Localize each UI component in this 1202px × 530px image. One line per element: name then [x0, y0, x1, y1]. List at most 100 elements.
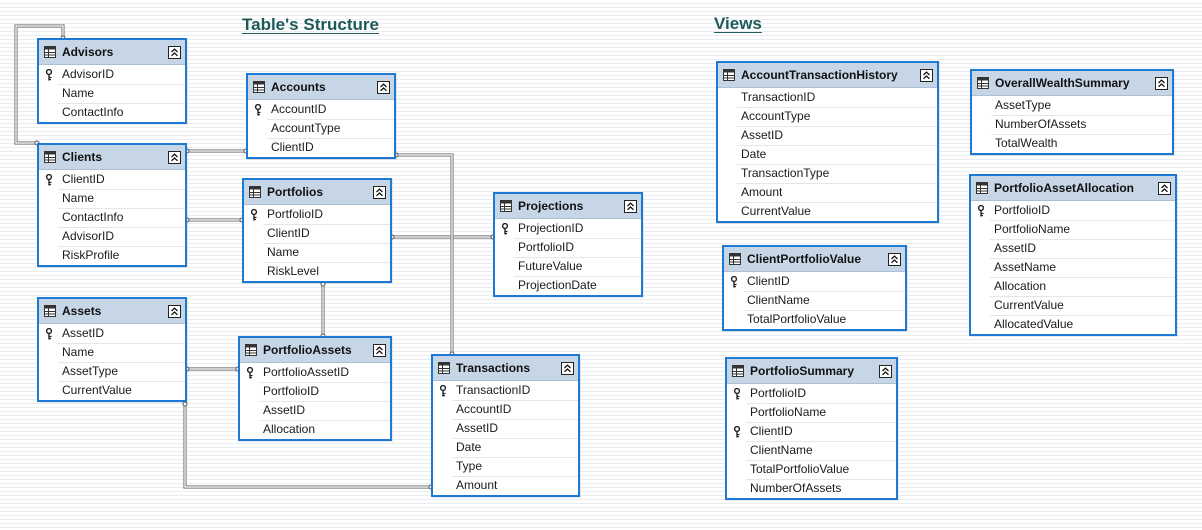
- column-row[interactable]: PortfolioID: [727, 384, 896, 404]
- column-row[interactable]: AdvisorID: [39, 227, 185, 247]
- column-row[interactable]: AssetID: [433, 419, 578, 439]
- collapse-chevron-icon[interactable]: [373, 343, 386, 357]
- column-row[interactable]: Amount: [718, 183, 937, 203]
- collapse-chevron-icon[interactable]: [168, 45, 181, 59]
- column-row[interactable]: TransactionID: [433, 381, 578, 401]
- column-row[interactable]: PortfolioAssetID: [240, 363, 390, 383]
- column-row[interactable]: AccountID: [248, 100, 394, 120]
- table-header[interactable]: OverallWealthSummary: [972, 71, 1172, 96]
- table-header[interactable]: Transactions: [433, 356, 578, 381]
- column-row[interactable]: CurrentValue: [39, 381, 185, 400]
- column-row[interactable]: Date: [433, 438, 578, 458]
- column-row[interactable]: Amount: [433, 476, 578, 495]
- column-row[interactable]: AssetName: [971, 258, 1175, 278]
- collapse-chevron-icon[interactable]: [377, 80, 390, 94]
- table-header[interactable]: Assets: [39, 299, 185, 324]
- table-header[interactable]: Advisors: [39, 40, 185, 65]
- column-row[interactable]: Type: [433, 457, 578, 477]
- relationship-line-transactions-to-accounts[interactable]: [396, 153, 454, 354]
- column-row[interactable]: AdvisorID: [39, 65, 185, 85]
- column-row[interactable]: AssetID: [39, 324, 185, 344]
- column-row[interactable]: ProjectionDate: [495, 276, 641, 295]
- collapse-chevron-icon[interactable]: [624, 199, 637, 213]
- column-row[interactable]: Name: [39, 343, 185, 363]
- column-row[interactable]: TransactionType: [718, 164, 937, 184]
- collapse-chevron-icon[interactable]: [1158, 181, 1171, 195]
- column-name: PortfolioID: [990, 201, 1175, 221]
- column-row[interactable]: NumberOfAssets: [727, 479, 896, 498]
- column-row[interactable]: PortfolioID: [495, 238, 641, 258]
- column-row[interactable]: ClientID: [248, 138, 394, 157]
- column-row[interactable]: ClientID: [727, 422, 896, 442]
- column-row[interactable]: AssetID: [971, 239, 1175, 259]
- collapse-chevron-icon[interactable]: [168, 150, 181, 164]
- table-header[interactable]: ClientPortfolioValue: [724, 247, 905, 272]
- column-row[interactable]: FutureValue: [495, 257, 641, 277]
- column-row[interactable]: RiskLevel: [244, 262, 390, 281]
- column-row[interactable]: Allocation: [240, 420, 390, 439]
- column-row[interactable]: ContactInfo: [39, 103, 185, 122]
- column-row[interactable]: AssetID: [718, 126, 937, 146]
- table-header[interactable]: Clients: [39, 145, 185, 170]
- column-row[interactable]: ClientName: [727, 441, 896, 461]
- column-row[interactable]: AllocatedValue: [971, 315, 1175, 334]
- column-row[interactable]: AssetID: [240, 401, 390, 421]
- collapse-chevron-icon[interactable]: [879, 364, 892, 378]
- column-row[interactable]: RiskProfile: [39, 246, 185, 265]
- collapse-chevron-icon[interactable]: [168, 304, 181, 318]
- column-row[interactable]: Name: [39, 84, 185, 104]
- column-row[interactable]: NumberOfAssets: [972, 115, 1172, 135]
- collapse-chevron-icon[interactable]: [373, 185, 386, 199]
- column-row[interactable]: PortfolioID: [240, 382, 390, 402]
- column-row[interactable]: TotalPortfolioValue: [727, 460, 896, 480]
- column-row[interactable]: ClientID: [39, 170, 185, 190]
- table-header[interactable]: PortfolioAssets: [240, 338, 390, 363]
- column-row[interactable]: CurrentValue: [718, 202, 937, 221]
- column-row[interactable]: TransactionID: [718, 88, 937, 108]
- column-row[interactable]: TotalPortfolioValue: [724, 310, 905, 329]
- column-row[interactable]: PortfolioName: [727, 403, 896, 423]
- collapse-chevron-icon[interactable]: [888, 252, 901, 266]
- column-row[interactable]: TotalWealth: [972, 134, 1172, 153]
- column-row[interactable]: ProjectionID: [495, 219, 641, 239]
- table-header[interactable]: PortfolioSummary: [727, 359, 896, 384]
- column-row[interactable]: ContactInfo: [39, 208, 185, 228]
- table-header[interactable]: Portfolios: [244, 180, 390, 205]
- table-header[interactable]: PortfolioAssetAllocation: [971, 176, 1175, 201]
- column-row[interactable]: ClientID: [724, 272, 905, 292]
- table-header[interactable]: Projections: [495, 194, 641, 219]
- table-header[interactable]: Accounts: [248, 75, 394, 100]
- column-row[interactable]: Name: [39, 189, 185, 209]
- column-row[interactable]: ClientID: [244, 224, 390, 244]
- column-row[interactable]: AssetType: [972, 96, 1172, 116]
- column-row[interactable]: PortfolioID: [244, 205, 390, 225]
- column-row[interactable]: Allocation: [971, 277, 1175, 297]
- column-row[interactable]: AssetType: [39, 362, 185, 382]
- collapse-chevron-icon[interactable]: [561, 361, 574, 375]
- column-row[interactable]: Name: [244, 243, 390, 263]
- collapse-chevron-icon[interactable]: [1155, 76, 1168, 90]
- column-row[interactable]: CurrentValue: [971, 296, 1175, 316]
- column-row[interactable]: PortfolioName: [971, 220, 1175, 240]
- collapse-chevron-icon[interactable]: [920, 68, 933, 82]
- column-row[interactable]: Date: [718, 145, 937, 165]
- column-row[interactable]: AccountType: [718, 107, 937, 127]
- column-row[interactable]: ClientName: [724, 291, 905, 311]
- table-header[interactable]: AccountTransactionHistory: [718, 63, 937, 88]
- column-row[interactable]: AccountID: [433, 400, 578, 420]
- column-row[interactable]: AccountType: [248, 119, 394, 139]
- column-row[interactable]: PortfolioID: [971, 201, 1175, 221]
